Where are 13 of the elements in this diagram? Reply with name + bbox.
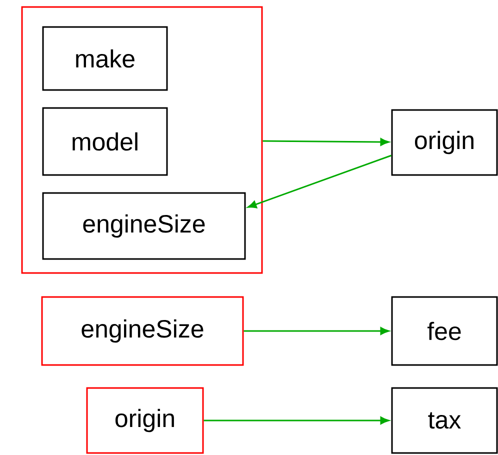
field-box: origin — [391, 109, 498, 176]
field-box: tax — [391, 387, 498, 454]
field-box: engineSize — [41, 296, 244, 366]
field-box: model — [42, 107, 168, 176]
field-box: make — [42, 26, 168, 91]
arrow — [244, 327, 390, 335]
field-box: fee — [391, 296, 498, 366]
field-box: origin — [86, 387, 204, 454]
arrow — [262, 138, 390, 146]
arrow — [204, 416, 390, 424]
group-box — [21, 6, 263, 274]
arrow — [248, 154, 392, 208]
field-box: engineSize — [42, 192, 246, 260]
